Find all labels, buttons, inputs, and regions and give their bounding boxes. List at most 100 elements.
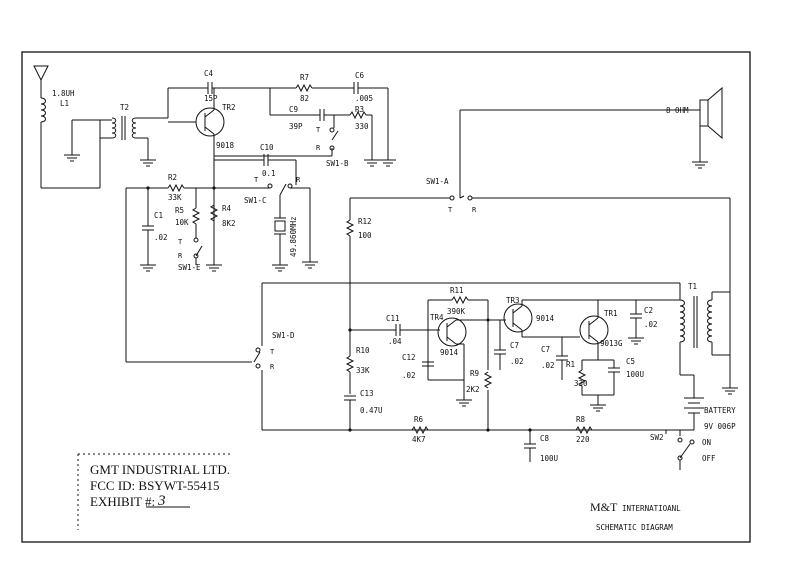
ground-symbol-sw1c xyxy=(302,261,318,269)
tr1-part-label: 9013G xyxy=(600,339,623,348)
r5-resistor xyxy=(191,207,201,225)
c7a-label: C7 xyxy=(510,341,519,350)
c7a-value: .02 xyxy=(510,357,524,366)
c12-value: .02 xyxy=(402,371,416,380)
svg-text:R: R xyxy=(472,206,477,214)
c8-value: 100U xyxy=(540,454,558,463)
tr2-part-label: 9018 xyxy=(216,141,235,150)
ground-symbol-tr1 xyxy=(590,404,606,412)
tr1-label: TR1 xyxy=(604,309,618,318)
sw1-e-label: SW1-E xyxy=(178,263,201,272)
c9-value: 39P xyxy=(289,122,303,131)
ground-symbol-tr4 xyxy=(456,399,472,407)
stamp-fcc-id: FCC ID: BSYWT-55415 xyxy=(90,478,220,493)
r5-label: R5 xyxy=(175,206,184,215)
c4-label: C4 xyxy=(204,69,214,78)
r4-label: R4 xyxy=(222,204,232,213)
r9-value: 2K2 xyxy=(466,385,480,394)
sw1-c-label: SW1-C xyxy=(244,196,267,205)
sw1-d-switch: T R xyxy=(253,347,275,371)
r11-resistor xyxy=(451,295,469,305)
r11-value: 390K xyxy=(447,307,466,316)
sw2-on-label: ON xyxy=(702,438,711,447)
c13-value: 0.47U xyxy=(360,406,383,415)
r5-value: 10K xyxy=(175,218,189,227)
sw2-off-label: OFF xyxy=(702,454,716,463)
sw1-b-label: SW1-B xyxy=(326,159,349,168)
r12-value: 100 xyxy=(358,231,372,240)
ground-symbol-crystal xyxy=(272,264,288,272)
tr3-transistor xyxy=(503,303,533,333)
c12-label: C12 xyxy=(402,353,416,362)
r11-label: R11 xyxy=(450,286,464,295)
c8-label: C8 xyxy=(540,434,550,443)
sw1-c-switch: T R xyxy=(254,176,311,262)
c7b-label: C7 xyxy=(541,345,550,354)
svg-text:T: T xyxy=(448,206,453,214)
c10-label: C10 xyxy=(260,143,274,152)
r10-resistor xyxy=(345,355,355,373)
c11-value: .04 xyxy=(388,337,402,346)
svg-text:T: T xyxy=(316,126,321,134)
ground-symbol-t1 xyxy=(722,387,738,395)
r12-label: R12 xyxy=(358,217,372,226)
svg-text:R: R xyxy=(316,144,321,152)
tr3-label: TR3 xyxy=(506,296,520,305)
ground-symbol-c6 xyxy=(380,159,396,167)
tr4-transistor xyxy=(437,317,467,347)
svg-text:T: T xyxy=(254,176,259,184)
r1-resistor xyxy=(577,369,587,387)
r3-value: 330 xyxy=(355,122,369,131)
sw1-a-switch: T R xyxy=(350,195,731,355)
r10-label: R10 xyxy=(356,346,370,355)
r1-label: R1 xyxy=(566,360,575,369)
t1-label: T1 xyxy=(688,282,697,291)
speaker-label: 8 OHM xyxy=(666,106,689,115)
r7-resistor xyxy=(295,83,313,93)
ground-symbol-speaker xyxy=(692,161,708,169)
r6-label: R6 xyxy=(414,415,424,424)
r6-value: 4K7 xyxy=(412,435,426,444)
tr3-part-label: 9014 xyxy=(536,314,555,323)
r2-label: R2 xyxy=(168,173,177,182)
tr2-transistor xyxy=(195,107,225,137)
drawing-frame xyxy=(21,51,751,543)
ground-symbol-r3 xyxy=(364,159,380,167)
r2-resistor xyxy=(167,183,185,193)
ground-symbol-c2 xyxy=(628,337,644,345)
antenna-symbol xyxy=(33,65,49,98)
r7-value: 82 xyxy=(300,94,309,103)
c7b-value: .02 xyxy=(541,361,555,370)
r7-label: R7 xyxy=(300,73,309,82)
title-brand-suffix: INTERNATIOANL xyxy=(622,504,681,513)
tr1-transistor xyxy=(579,315,609,345)
c10-value: 0.1 xyxy=(262,169,276,178)
fcc-stamp: GMT INDUSTRIAL LTD. FCC ID: BSYWT-55415 … xyxy=(77,453,230,530)
r8-label: R8 xyxy=(576,415,586,424)
tr4-part-label: 9014 xyxy=(440,348,459,357)
stamp-company: GMT INDUSTRIAL LTD. xyxy=(90,462,230,477)
l1-label: L1 xyxy=(60,99,69,108)
ground-symbol-c1 xyxy=(140,264,156,272)
r4-resistor xyxy=(209,204,219,222)
ground-symbol-l1 xyxy=(64,154,80,162)
c6-label: C6 xyxy=(355,71,365,80)
t1-secondary-coil xyxy=(707,299,713,343)
c11-label: C11 xyxy=(386,314,400,323)
c1-value: .02 xyxy=(154,233,168,242)
sw1-e-switch: T R xyxy=(178,237,203,265)
sw2-label: SW2 xyxy=(650,433,664,442)
c5-label: C5 xyxy=(626,357,635,366)
svg-text:T: T xyxy=(270,348,275,356)
c5-value: 100U xyxy=(626,370,644,379)
r1-value: 330 xyxy=(574,379,588,388)
stamp-exhibit-number: 3 xyxy=(157,493,166,509)
sw1-b-switch: T R xyxy=(214,115,339,157)
svg-text:R: R xyxy=(178,252,183,260)
c13-label: C13 xyxy=(360,389,374,398)
r10-value: 33K xyxy=(356,366,370,375)
speaker-symbol xyxy=(699,86,723,140)
t2-secondary-coil xyxy=(131,117,137,139)
r9-resistor xyxy=(483,371,493,389)
